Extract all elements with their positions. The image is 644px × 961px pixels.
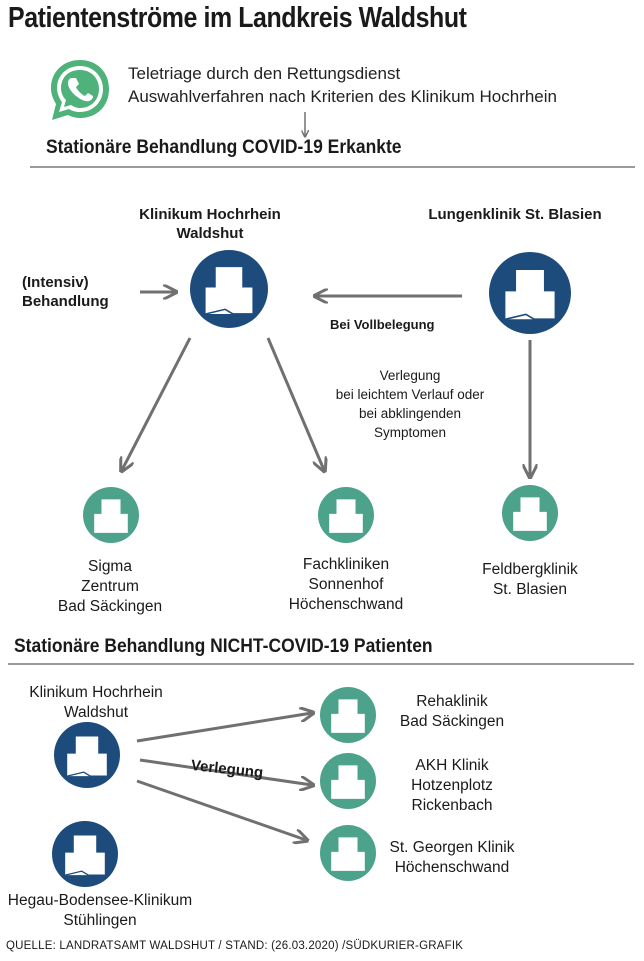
to-georgen-arrow [136,779,306,840]
klinikum-covid-label: Klinikum Hochrhein Waldshut [139,206,281,242]
hospital-icon [320,825,376,881]
noncovid-section-divider [8,663,634,665]
sigma-label: Sigma Zentrum Bad Säckingen [57,558,163,615]
lungenklinik-label: Lungenklinik St. Blasien [428,206,602,223]
to-reha-arrow [136,713,312,743]
hospital-icon [83,487,139,543]
to-akh-arrow [139,758,312,785]
fachkliniken-label: Fachkliniken Sonnenhof Höchenschwand [288,556,404,613]
intensiv-label: (Intensiv) Behandlung [22,274,109,310]
feldberg-label: Feldbergklinik St. Blasien [482,561,578,598]
hospital-icon [320,687,376,743]
akh-label: AKH Klinik Hotzenplotz Rickenbach [411,757,493,814]
klinikum-noncovid-label: Klinikum Hochrhein Waldshut [29,684,163,721]
hegau-label: Hegau-Bodensee-Klinikum Stühlingen [7,892,193,929]
intro-line-1: Teletriage durch den Rettungsdienst [128,64,401,83]
to-fachkliniken-arrow [266,337,324,470]
page-title: Patientenströme im Landkreis Waldshut [8,2,467,34]
hospital-icon [489,252,571,334]
intro-text: Teletriage durch den Rettungsdienst Ausw… [128,62,557,108]
covid-section-divider [30,166,635,168]
noncovid-section-heading: Stationäre Behandlung NICHT-COVID-19 Pat… [14,636,433,657]
hospital-icon [190,250,268,328]
to-sigma-arrow [122,337,192,470]
hospital-icon [54,722,120,788]
verlegung-note: Verlegung bei leichtem Verlauf oder bei … [335,368,485,440]
hospital-icon [502,485,558,541]
reha-label: Rehaklinik Bad Säckingen [399,693,505,730]
hospital-icon [52,821,118,887]
vollbelegung-label: Bei Vollbelegung [330,317,435,332]
whatsapp-icon [46,56,114,124]
intro-line-2: Auswahlverfahren nach Kriterien des Klin… [128,87,557,106]
source-note: QUELLE: LANDRATSAMT WALDSHUT / STAND: (2… [6,940,464,952]
hospital-icon [320,753,376,809]
georgen-label: St. Georgen Klinik Höchenschwand [389,839,515,876]
hospital-icon [318,487,374,543]
covid-section-heading: Stationäre Behandlung COVID-19 Erkankte [46,137,402,158]
